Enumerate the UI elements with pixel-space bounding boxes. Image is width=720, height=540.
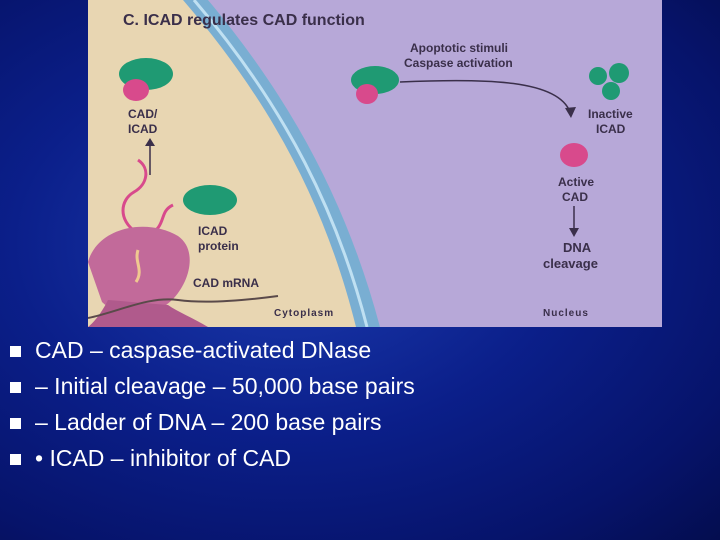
bullet-list: CAD – caspase-activated DNase – Initial … <box>8 332 708 476</box>
nuclear-envelope <box>183 0 380 327</box>
cytoplasm-label: Cytoplasm <box>274 308 334 319</box>
dna-cleavage-label-line2: cleavage <box>543 256 598 271</box>
cad-icad-label-line2: ICAD <box>128 122 158 136</box>
active-cad-label-line1: Active <box>558 175 594 189</box>
bullet-text: – Ladder of DNA – 200 base pairs <box>35 409 382 435</box>
icad-protein-label-line1: ICAD <box>198 224 228 238</box>
square-bullet-icon <box>10 418 21 429</box>
nascent-cad-chain <box>121 158 148 234</box>
nucleus-label: Nucleus <box>543 308 589 319</box>
active-cad-label-line2: CAD <box>562 190 588 204</box>
envelope-highlight <box>192 0 369 327</box>
cad-icad-complex <box>119 58 173 101</box>
figure-title: C. ICAD regulates CAD function <box>123 12 365 29</box>
caspase-arrowhead <box>565 107 576 118</box>
cad-mrna-label: CAD mRNA <box>193 276 259 290</box>
caspase-arrow <box>399 79 571 113</box>
assembly-arrowhead <box>145 138 155 146</box>
ribosome <box>88 226 208 327</box>
active-cad-protein <box>560 143 588 167</box>
inactive-icad-label-line1: Inactive <box>588 107 633 121</box>
icad-protein-label-line2: protein <box>198 239 239 253</box>
square-bullet-icon <box>10 382 21 393</box>
cleavage-arrowhead <box>569 228 579 237</box>
nucleus-region <box>208 0 662 327</box>
bullet-item: CAD – caspase-activated DNase <box>8 332 708 368</box>
bullet-item: – Initial cleavage – 50,000 base pairs <box>8 368 708 404</box>
icad-protein <box>183 185 237 215</box>
square-bullet-icon <box>10 346 21 357</box>
square-bullet-icon <box>10 454 21 465</box>
bullet-text: • ICAD – inhibitor of CAD <box>35 445 292 471</box>
cad-mrna-strand <box>88 295 279 319</box>
bullet-text: – Initial cleavage – 50,000 base pairs <box>35 373 415 399</box>
inactive-icad-fragments <box>589 63 629 100</box>
dna-cleavage-label-line1: DNA <box>563 240 592 255</box>
bullet-item: – Ladder of DNA – 200 base pairs <box>8 404 708 440</box>
icad-cad-diagram: C. ICAD regulates CAD function CAD/ ICAD… <box>88 0 662 327</box>
bullet-item: • ICAD – inhibitor of CAD <box>8 440 708 476</box>
apoptotic-stimuli-label: Apoptotic stimuli <box>410 41 508 55</box>
caspase-activation-label: Caspase activation <box>404 56 513 70</box>
nuclear-cad-icad-complex <box>351 66 399 104</box>
cad-icad-label-line1: CAD/ <box>128 107 158 121</box>
inactive-icad-label-line2: ICAD <box>596 122 626 136</box>
bullet-text: CAD – caspase-activated DNase <box>35 337 372 363</box>
